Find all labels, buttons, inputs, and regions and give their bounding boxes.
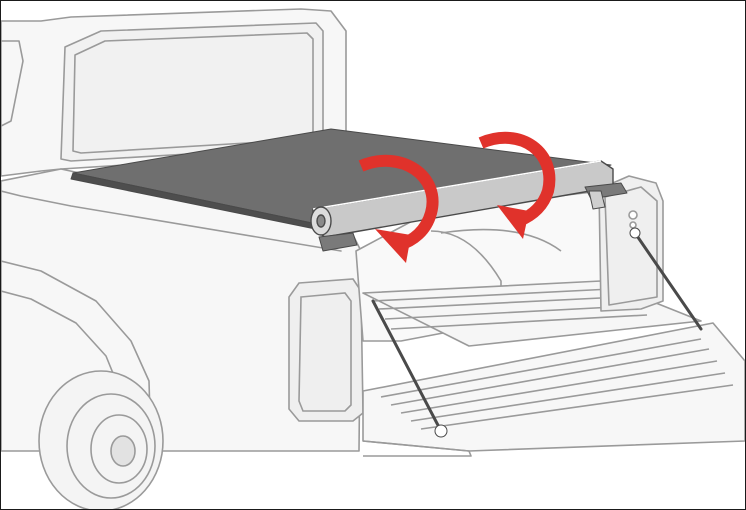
rim-inner [90, 414, 148, 484]
floor-rib-1 [372, 288, 612, 302]
right-cable [633, 231, 703, 331]
arrow-head [497, 205, 529, 239]
pillar-hinge [629, 221, 637, 229]
floor-rib-2 [378, 296, 622, 310]
floor-rib-4 [390, 314, 648, 330]
cab-side-window [1, 40, 24, 127]
tail-light [288, 278, 364, 422]
right-bracket [588, 190, 606, 210]
wheel-well-line [430, 230, 502, 301]
rail-clamps [318, 182, 628, 252]
tailgate-rib-1 [380, 338, 702, 398]
arrow-shaft [358, 154, 439, 251]
tailgate-rib-3 [400, 360, 718, 414]
rear-window [60, 22, 324, 162]
tube-end-core [316, 214, 326, 228]
truck-cab [1, 8, 347, 177]
curved-arrow-icon [478, 131, 556, 239]
tailgate-rib-4 [410, 372, 726, 422]
arrow-shaft [478, 131, 556, 227]
hub [110, 435, 136, 467]
rim-outer [66, 393, 156, 499]
arrow-head [375, 229, 411, 263]
fender-line [1, 260, 152, 452]
left-cable-eye [434, 424, 448, 438]
curved-arrow-icon [358, 154, 439, 263]
floor-rib-3 [384, 305, 634, 320]
tailgate-rib-2 [390, 348, 710, 406]
tailgate-rib-5 [420, 384, 734, 430]
tailgate-edge [362, 440, 472, 457]
wheel-well-top [440, 228, 562, 252]
left-cable [371, 299, 443, 433]
left-clamp [318, 232, 358, 252]
bed-pillar [598, 175, 664, 312]
pillar-face [604, 186, 658, 306]
rear-wheel [38, 370, 164, 509]
tail-light-lens [298, 292, 352, 412]
rotation-arrows [358, 131, 556, 263]
tailgate [362, 322, 745, 457]
pillar-bolt [628, 210, 638, 220]
rear-window-glass [72, 32, 314, 154]
right-cable-eye [629, 227, 641, 239]
bed-rail-line [1, 190, 342, 252]
tire [38, 370, 164, 509]
pillar-body [598, 175, 664, 312]
tail-light-housing [288, 278, 364, 422]
tailgate-cables [371, 227, 703, 438]
